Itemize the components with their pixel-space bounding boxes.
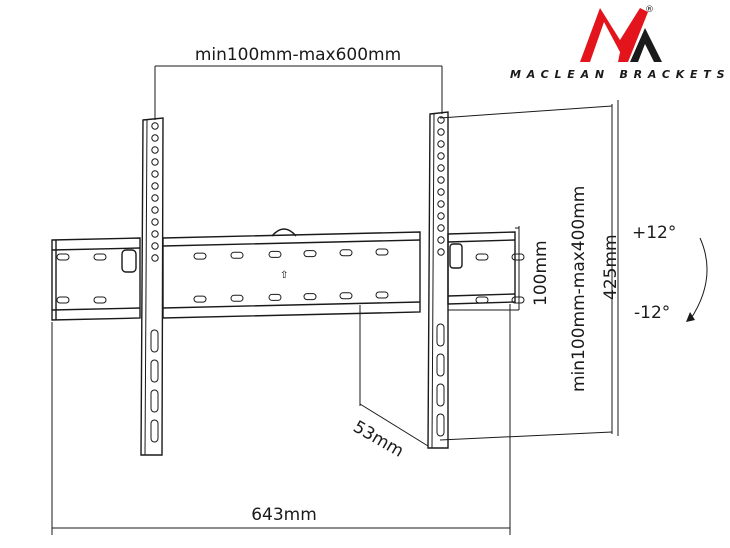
arm-hole: [151, 122, 159, 130]
arm-hole: [437, 164, 445, 172]
rail-slot: [268, 250, 282, 258]
arm-hole: [151, 194, 159, 202]
rail-slot: [193, 252, 207, 260]
arm-hole: [151, 206, 159, 214]
arm-hole: [437, 152, 445, 160]
arm-slot: [150, 419, 159, 443]
tilt-down-label: -12°: [634, 303, 670, 323]
rail-slot: [93, 253, 107, 261]
arm-hole: [151, 242, 159, 250]
rail-slot: [475, 296, 489, 304]
arm-hole: [437, 224, 445, 232]
rail-height-dimension: 100mm: [448, 226, 551, 311]
arm-hole: [151, 146, 159, 154]
arm-hole: [437, 188, 445, 196]
up-arrow-icon: ⇧: [280, 270, 288, 281]
wall-rail: ⇧: [51, 228, 516, 321]
logo-text: MACLEAN BRACKETS: [510, 68, 725, 81]
arm-hole: [151, 158, 159, 166]
arm-hole: [437, 236, 445, 244]
rail-slot: [193, 295, 207, 303]
vesa-width-label: min100mm-max600mm: [195, 45, 401, 65]
arm-hole: [151, 134, 159, 142]
rail-slot: [375, 291, 389, 299]
arm-slot: [150, 389, 159, 413]
arm-hole: [437, 212, 445, 220]
vesa-height-label: min100mm-max400mm: [569, 186, 589, 392]
arm-hole: [151, 218, 159, 226]
arm-hole: [151, 182, 159, 190]
rail-slot: [511, 296, 525, 304]
rail-slot: [268, 293, 282, 301]
tilt-up-label: +12°: [632, 223, 676, 243]
arm-hole: [437, 140, 445, 148]
rail-slot: [339, 249, 353, 257]
rail-slot: [303, 250, 317, 258]
arm-hole: [437, 200, 445, 208]
left-arm: [121, 117, 164, 456]
arm-hole: [151, 254, 159, 262]
arm-slot: [436, 413, 445, 437]
arm-slot: [150, 329, 159, 353]
arm-hole: [437, 176, 445, 184]
vesa-width-dimension: min100mm-max600mm: [154, 45, 443, 120]
tv-outline: [439, 100, 619, 441]
arm-hole: [437, 128, 445, 136]
rail-slot: [475, 253, 489, 261]
arm-slot: [436, 323, 445, 347]
rail-slot: [339, 292, 353, 300]
arm-slot: [436, 383, 445, 407]
arm-hole: [151, 230, 159, 238]
rail-height-label: 100mm: [531, 240, 551, 306]
rail-slot: [511, 253, 525, 261]
rail-slots: [56, 248, 525, 304]
registered-mark: ®: [645, 5, 654, 15]
rail-slot: [93, 296, 107, 304]
tilt-indicator: +12° -12°: [632, 223, 708, 323]
maclean-logo: ® MACLEAN BRACKETS: [510, 5, 725, 81]
arm-height-label: 425mm: [601, 234, 621, 300]
wall-distance-dimension: 53mm: [350, 305, 429, 462]
total-width-dimension: 643mm: [51, 304, 511, 535]
rail-slot: [375, 248, 389, 256]
rail-slot: [303, 293, 317, 301]
arm-slot: [436, 353, 445, 377]
total-width-label: 643mm: [251, 505, 317, 525]
arm-hole: [151, 170, 159, 178]
right-arm: [427, 111, 463, 449]
arm-holes: [150, 116, 445, 443]
rail-slot: [56, 253, 70, 261]
arm-hole: [437, 116, 445, 124]
wall-distance-label: 53mm: [350, 417, 407, 462]
rail-slot: [56, 296, 70, 304]
arm-slot: [150, 359, 159, 383]
rail-slot: [230, 251, 244, 259]
rail-slot: [230, 294, 244, 302]
tilt-arrow-icon: [689, 237, 708, 321]
arm-hole: [437, 248, 445, 256]
